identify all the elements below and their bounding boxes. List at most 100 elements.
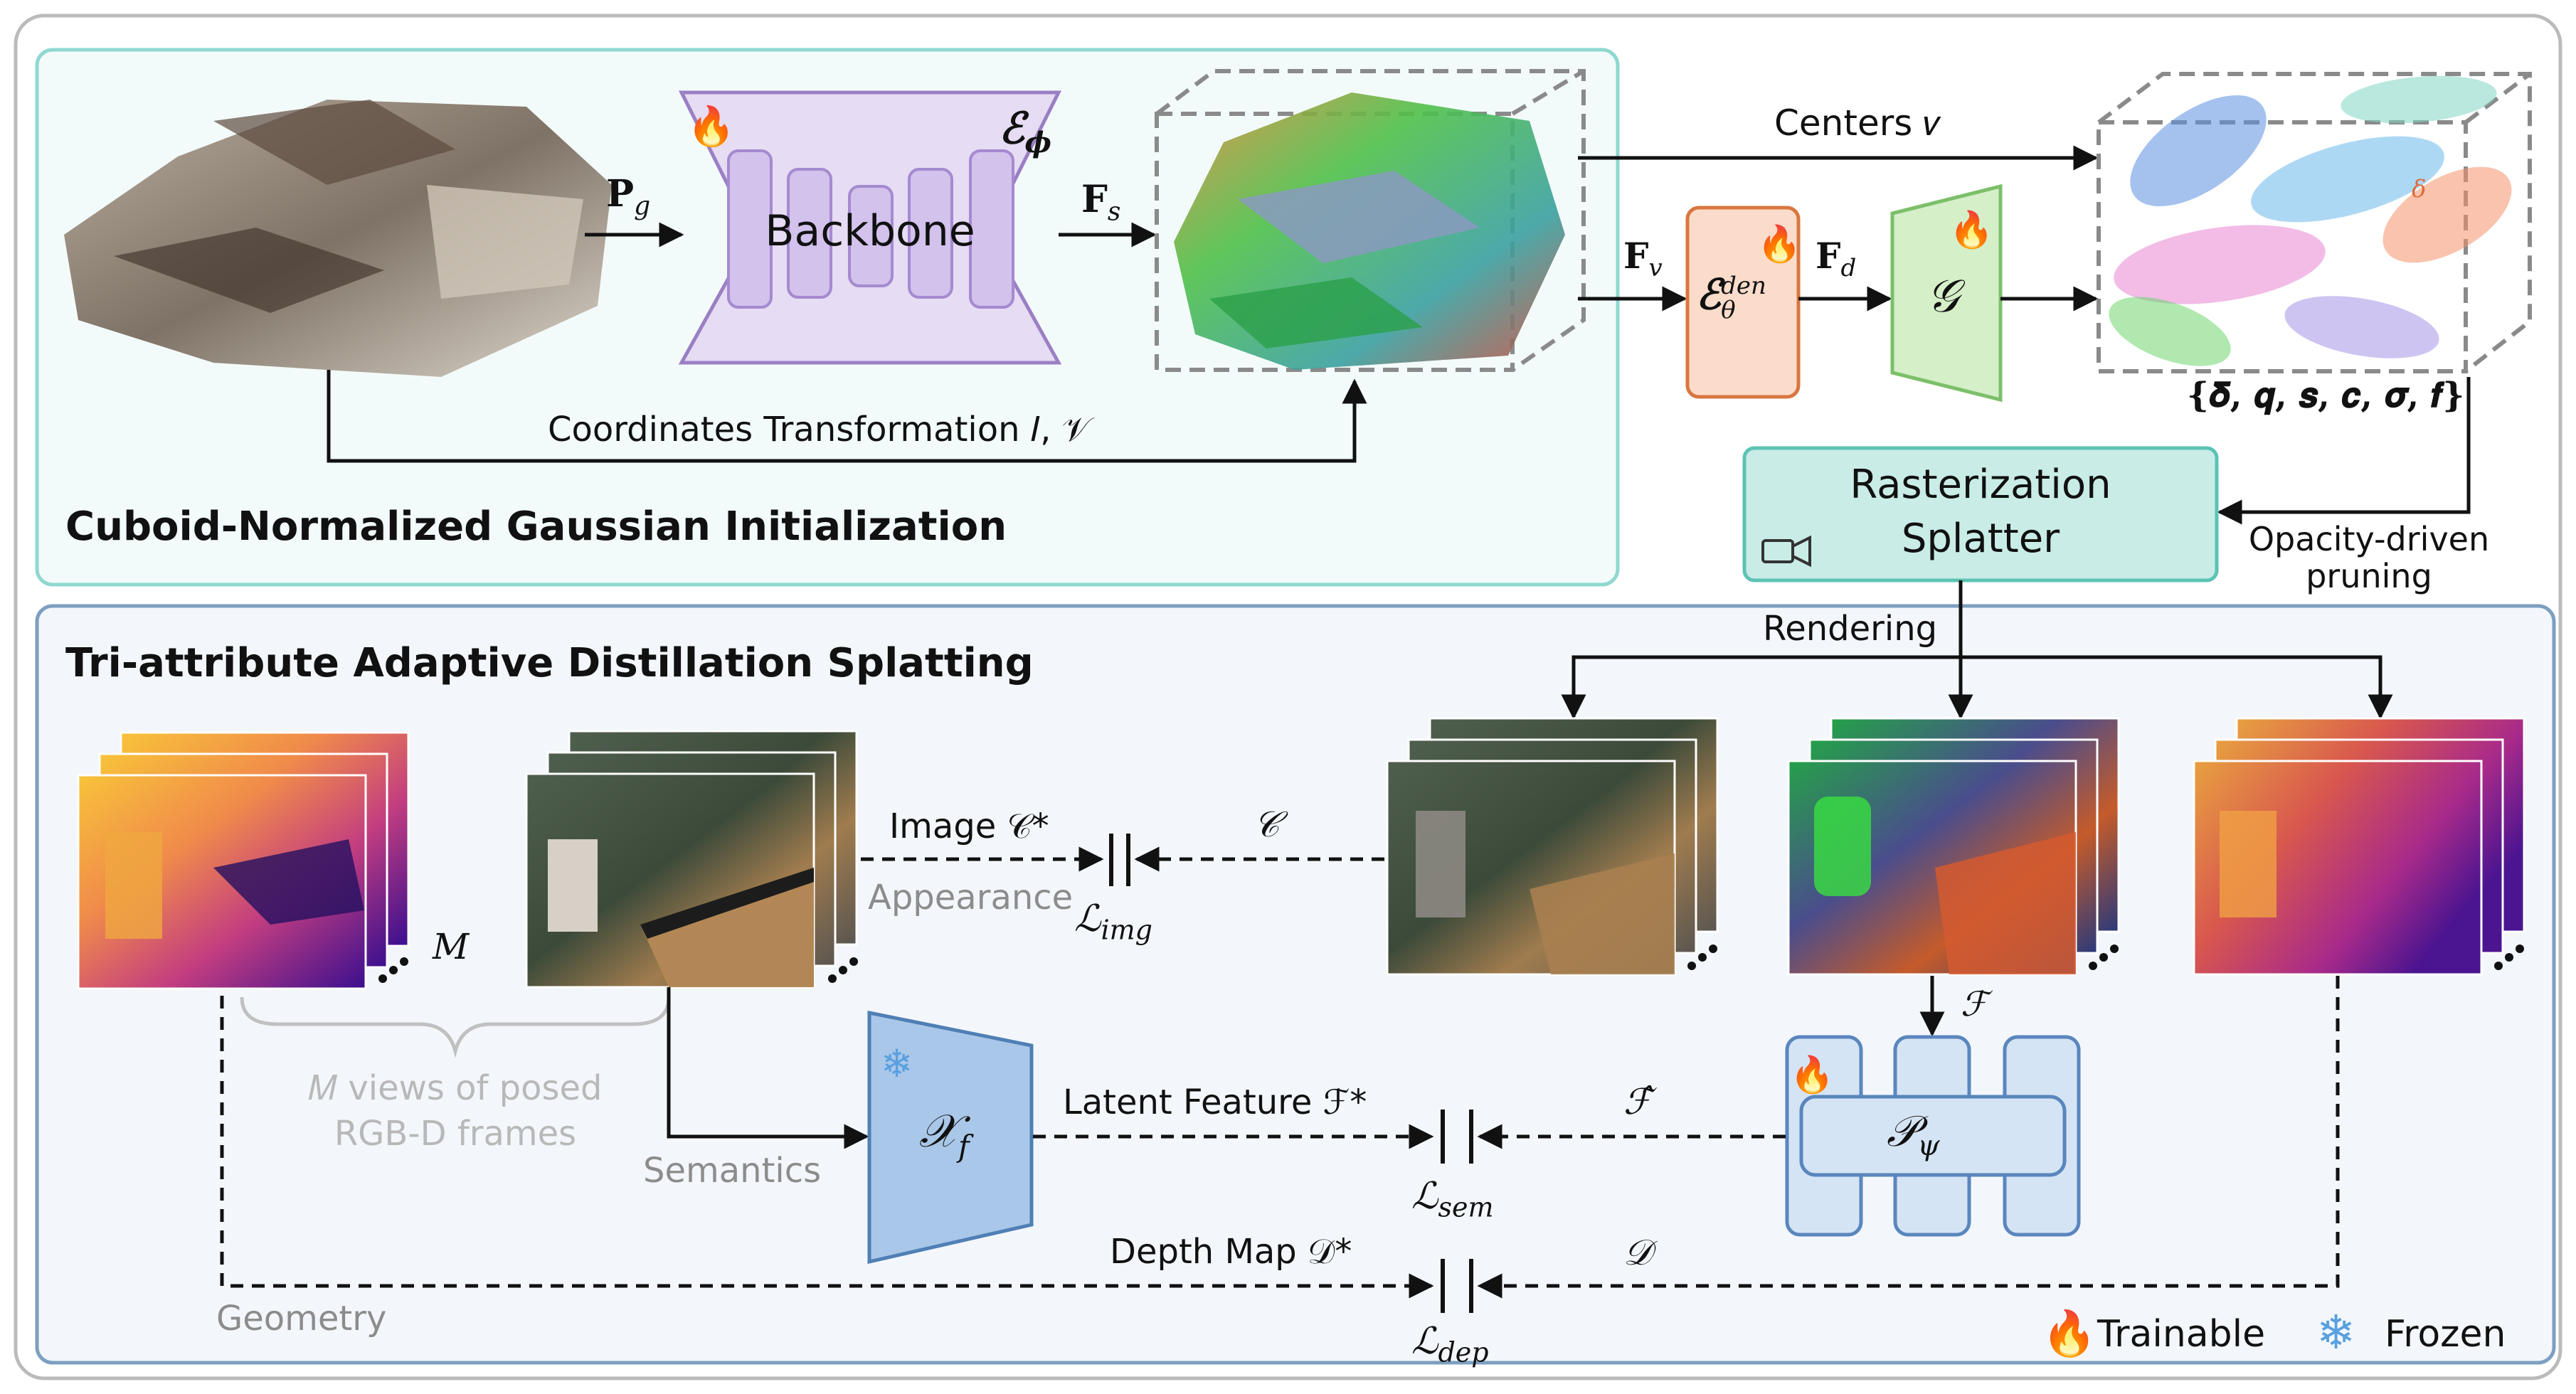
top-panel-title: Cuboid-Normalized Gaussian Initializatio…	[65, 504, 1007, 550]
delta-offset-label: δ	[2412, 175, 2427, 203]
loss-img-subscript: img	[1101, 914, 1152, 946]
legend-flame-icon: 🔥	[2042, 1307, 2097, 1359]
fs-label: Fs	[1081, 178, 1120, 226]
loss-sem-subscript: sem	[1438, 1191, 1494, 1223]
arrow-depth-gt	[220, 996, 1434, 1299]
gaussian-ellipse	[2284, 296, 2439, 358]
arrow-depth-render	[1477, 976, 2340, 1299]
backbone-label: Backbone	[765, 206, 975, 256]
extractor-label: 𝒳f	[919, 1105, 970, 1164]
ellipsis-dots	[2089, 945, 2119, 970]
views-brace	[240, 996, 671, 1058]
arrow-coord-transform	[327, 370, 1367, 463]
encoder-subscript: ϕ	[1024, 126, 1051, 159]
depth-render-label: 𝒟	[1623, 1232, 1652, 1273]
flame-icon: 🔥	[687, 104, 735, 149]
m-label: 𝑀	[433, 926, 470, 967]
rendering-label: Rendering	[1763, 609, 1938, 649]
loss-sem-symbol: ℒ	[1411, 1175, 1438, 1218]
rendered-depth-frames	[2193, 717, 2525, 976]
fd-label: Fd	[1816, 235, 1856, 282]
arrow-pruning	[2217, 377, 2471, 525]
appearance-label: Appearance	[868, 878, 1074, 917]
coord-transform-label: Coordinates Transformation 𝐼, 𝒱	[548, 410, 1091, 449]
gaussian-ellipse	[2341, 75, 2497, 124]
gaussian-ellipse	[2109, 297, 2231, 366]
gt-depth-frames	[77, 731, 410, 990]
fs-subscript: s	[1107, 197, 1121, 227]
rasterization-line2: Splatter	[1901, 516, 2060, 562]
image-render-label: 𝒞	[1253, 804, 1280, 845]
dense-encoder-subscript: θ	[1721, 296, 1736, 324]
views-line2: RGB-D frames	[334, 1114, 577, 1154]
camera-icon	[1761, 535, 1811, 568]
gaussian-head-label: 𝒢	[1926, 270, 1959, 323]
arrow-render-rgb	[1561, 655, 1961, 720]
fs-symbol: F	[1081, 178, 1108, 221]
dense-encoder-block	[1685, 206, 1801, 399]
extractor-symbol: 𝒳	[919, 1105, 959, 1158]
frozen-feature-extractor	[867, 1010, 1034, 1265]
pg-label: Pg	[606, 172, 650, 220]
input-point-cloud	[64, 100, 612, 377]
flame-icon: 🔥	[1949, 209, 1993, 250]
feature-decoder-block	[1785, 1035, 2081, 1237]
ellipsis-dots	[2494, 945, 2524, 970]
feature-hat-label: ℱ̂	[1623, 1081, 1652, 1122]
rendered-feature-frames	[1787, 717, 2120, 976]
fv-label: Fv	[1623, 235, 1663, 282]
flame-icon: 🔥	[1790, 1054, 1834, 1095]
ellipsis-dots	[828, 957, 858, 983]
gaussian-head-block	[1890, 183, 2003, 403]
bottom-panel-title: Tri-attribute Adaptive Distillation Spla…	[65, 640, 1034, 686]
arrow-semantics	[667, 987, 869, 1149]
gaussian-ellipse	[2114, 225, 2326, 304]
decoder-symbol: 𝒫	[1887, 1107, 1918, 1156]
gaussian-ellipse	[2251, 136, 2444, 223]
legend-trainable-label: Trainable	[2097, 1313, 2266, 1356]
snowflake-icon: ❄	[881, 1041, 913, 1086]
decoder-subscript: ψ	[1917, 1129, 1940, 1162]
fd-subscript: d	[1840, 254, 1857, 282]
extractor-subscript: f	[958, 1128, 970, 1164]
legend-snowflake-icon: ❄	[2316, 1305, 2355, 1360]
pg-subscript: g	[634, 191, 651, 221]
loss-sem-label: ℒsem	[1411, 1175, 1493, 1223]
rasterization-splatter-block	[1742, 446, 2219, 582]
pruning-line2: pruning	[2306, 557, 2432, 595]
ellipsis-dots	[1687, 945, 1717, 970]
loss-dep-symbol: ℒ	[1411, 1320, 1438, 1363]
views-line1: 𝑀 views of posed	[308, 1068, 603, 1108]
encoder-symbol: ℰ	[999, 104, 1025, 154]
rasterization-line1: Rasterization	[1850, 462, 2111, 508]
ellipsis-dots	[378, 957, 408, 983]
fd-symbol: F	[1816, 235, 1841, 277]
geometry-label: Geometry	[216, 1299, 387, 1339]
rendered-feature-label: ℱ	[1961, 984, 1988, 1024]
centers-label: Centers 𝑣	[1774, 102, 1941, 144]
arrow-render-depth	[1961, 655, 2393, 720]
rendered-rgb-frames	[1386, 717, 1719, 976]
backbone-block	[678, 90, 1062, 365]
decoder-label: 𝒫ψ	[1887, 1107, 1940, 1162]
legend-frozen-label: Frozen	[2385, 1313, 2506, 1356]
fv-subscript: v	[1648, 254, 1663, 282]
flame-icon: 🔥	[1757, 223, 1801, 265]
gaussian-ellipse	[2130, 95, 2267, 207]
fv-symbol: F	[1623, 235, 1649, 277]
semantics-label: Semantics	[643, 1151, 822, 1191]
image-gt-label: Image 𝒞*	[889, 807, 1049, 846]
depth-gt-label: Depth Map 𝒟*	[1110, 1232, 1352, 1272]
latent-feature-label: Latent Feature ℱ*	[1063, 1082, 1367, 1122]
pruning-line1: Opacity-driven	[2248, 520, 2490, 558]
gt-rgb-frames	[525, 730, 858, 989]
loss-dep-label: ℒdep	[1411, 1320, 1489, 1368]
loss-img-label: ℒimg	[1074, 898, 1152, 945]
attribute-set-label: {𝜹, 𝒒, 𝒔, 𝒄, 𝝈, 𝒇}	[2187, 376, 2465, 415]
pg-symbol: P	[606, 172, 635, 216]
